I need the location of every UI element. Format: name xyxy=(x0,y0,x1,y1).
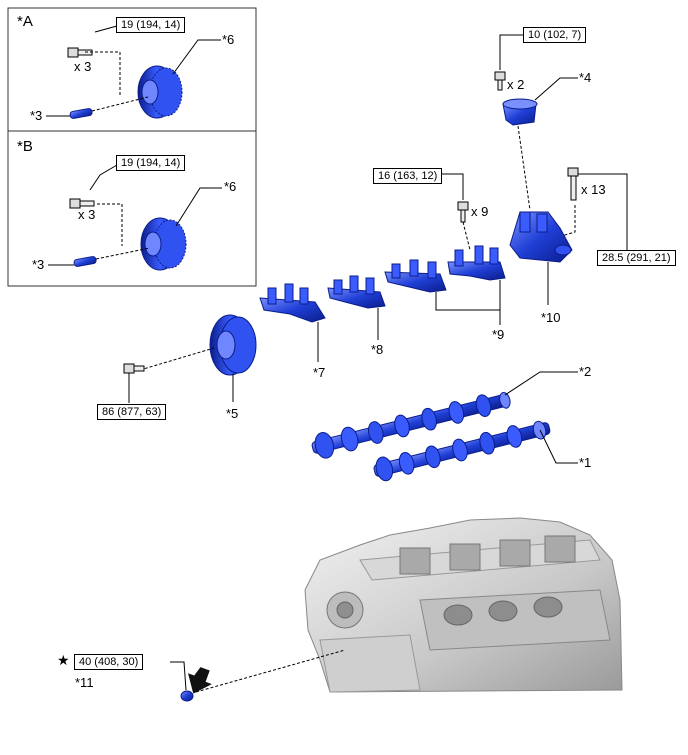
arrow-icon xyxy=(188,667,212,694)
inset-b-sprocket xyxy=(140,217,187,271)
part-5-sprocket xyxy=(209,314,257,376)
part-9-bearing-cap-right xyxy=(447,245,506,281)
bolt-mid-quantity: x 9 xyxy=(471,204,489,219)
inset-b-part-label-3: *3 xyxy=(32,257,45,272)
inset-a-sprocket xyxy=(137,65,183,119)
inset-b-torque-box: 19 (194, 14) xyxy=(116,155,186,171)
bolt-top-quantity: x 2 xyxy=(507,77,525,92)
inset-b-quantity: x 3 xyxy=(78,207,96,222)
bolt-left-torque-box: 86 (877, 63) xyxy=(97,404,167,420)
bolt-right-torque-box: 28.5 (291, 21) xyxy=(597,250,676,266)
part-9-bearing-cap-left xyxy=(384,259,447,293)
part-8-bearing-cap xyxy=(327,275,386,309)
inset-a-title: *A xyxy=(17,13,33,30)
part-label-4: *4 xyxy=(579,70,592,85)
inset-a-quantity: x 3 xyxy=(74,59,92,74)
part-label-7: *7 xyxy=(313,365,326,380)
part-label-9: *9 xyxy=(492,327,505,342)
inset-a-torque-box: 19 (194, 14) xyxy=(116,17,186,33)
inset-a-bolt xyxy=(67,47,93,58)
part-2-camshaft xyxy=(311,391,511,459)
part-7-bearing-cap xyxy=(259,283,326,323)
inset-a-pin xyxy=(69,108,93,119)
engine-cylinder-head xyxy=(304,517,623,693)
part-1-camshaft xyxy=(373,420,551,482)
bolt-86 xyxy=(123,363,145,374)
bolt-right-quantity: x 13 xyxy=(581,182,606,197)
part-label-10: *10 xyxy=(541,310,561,325)
part-label-8: *8 xyxy=(371,342,384,357)
inset-b-bolt xyxy=(69,198,95,209)
inset-b-pin xyxy=(73,256,97,267)
bolt-x9 xyxy=(457,201,469,223)
inset-a-part-label-3: *3 xyxy=(30,108,43,123)
inset-b-title: *B xyxy=(17,138,33,155)
part-label-5: *5 xyxy=(226,406,239,421)
bolt-top-torque-box: 10 (102, 7) xyxy=(523,27,587,43)
part-label-11: *11 xyxy=(75,675,94,690)
part-4-housing xyxy=(502,98,538,126)
star-icon: ★ xyxy=(57,652,70,668)
small-bolt-x2 xyxy=(494,71,506,91)
bolt-x13 xyxy=(567,167,579,201)
part-11-plug xyxy=(180,690,194,702)
inset-b-part-label-6: *6 xyxy=(224,179,237,194)
part-label-1: *1 xyxy=(579,455,592,470)
bolt-plug-torque-box: 40 (408, 30) xyxy=(74,654,144,670)
part-10-cam-housing xyxy=(509,211,573,263)
inset-b-frame xyxy=(7,130,257,287)
inset-a-part-label-6: *6 xyxy=(222,32,235,47)
bolt-mid-torque-box: 16 (163, 12) xyxy=(373,168,443,184)
part-label-2: *2 xyxy=(579,364,592,379)
